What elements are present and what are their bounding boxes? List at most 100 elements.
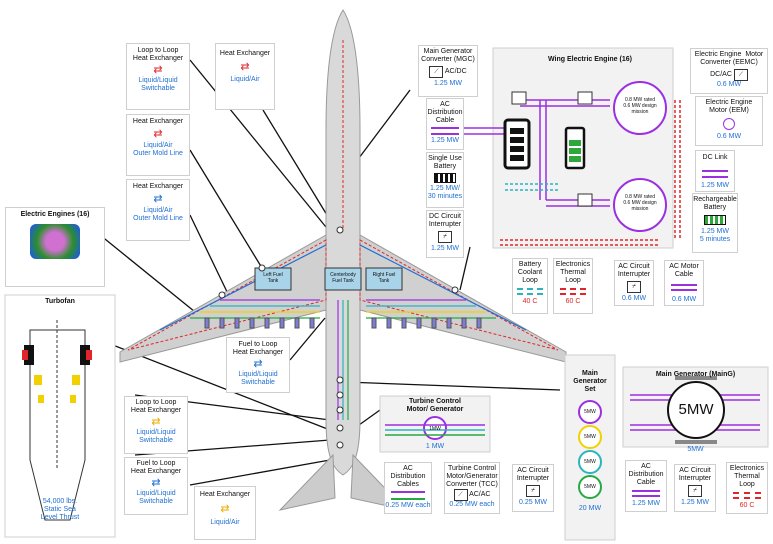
electric-engine-render-icon xyxy=(30,224,80,259)
ac-motor-cable-box: AC Motor Cable 0.6 MW xyxy=(664,260,704,306)
fuel-hx-wing-box: Fuel to Loop Heat Exchanger ⇄ Liquid/Liq… xyxy=(226,337,290,393)
battery-icon xyxy=(434,173,456,183)
tcmg-center: 1MW xyxy=(429,426,441,432)
ac-cable-mg-box: AC Distribution Cable 1.25 MW xyxy=(625,460,667,512)
mgc-title: Main Generator Converter (MGC) xyxy=(421,48,475,63)
tcc-value: 0.25 MW each xyxy=(449,501,495,508)
recharge-battery-box: Rechargeable Battery 1.25 MW 5 minutes xyxy=(692,193,738,253)
hx-loop-top-sub: Liquid/Liquid Switchable xyxy=(138,77,178,92)
heat-exchanger-icon: ⇄ xyxy=(153,193,163,205)
ac-cables-tc-title: AC Distribution Cables xyxy=(390,465,426,488)
ac-interrupter-mg-value: 1.25 MW xyxy=(680,499,709,506)
main-gen-set-value: 20 MW xyxy=(578,505,602,512)
hx-loop-bottom-title: Loop to Loop Heat Exchanger xyxy=(130,399,182,414)
hx-loop-bottom-box: Loop to Loop Heat Exchanger ⇄ Liquid/Liq… xyxy=(124,396,188,454)
turbofan-thrust: 54,000 lbs. Static Sea Level Thrust xyxy=(40,498,80,521)
main-gen-set-title: Main Generator Set xyxy=(573,370,607,393)
interrupter-icon: ⌿ xyxy=(526,485,540,497)
ac-cable-mg-title: AC Distribution Cable xyxy=(628,463,664,486)
gen-unit-2: 5MW xyxy=(584,434,596,440)
hx-loop-top-box: Loop to Loop Heat Exchanger ⇄ Liquid/Liq… xyxy=(126,43,190,110)
fuel-hx-bottom-box: Fuel to Loop Heat Exchanger ⇄ Liquid/Liq… xyxy=(124,457,188,515)
battery-loop-title: Battery Coolant Loop xyxy=(517,261,543,284)
hx-air-bottom-title: Heat Exchanger xyxy=(199,491,251,498)
battery-loop-value: 40 C xyxy=(522,298,538,305)
ac-interrupter-top-title: AC Circuit Interrupter xyxy=(617,263,651,278)
single-battery-box: Single Use Battery 1.25 MW/ 30 minutes xyxy=(426,152,464,208)
tcmg-value: 1 MW xyxy=(425,443,445,450)
eem-value: 0.6 MW xyxy=(716,133,742,140)
ac-interrupter-top-value: 0.6 MW xyxy=(621,295,647,302)
left-stabilizer xyxy=(278,453,336,511)
ac-interrupter-top-box: AC Circuit Interrupter ⌿ 0.6 MW xyxy=(614,260,654,306)
heat-exchanger-icon: ⇄ xyxy=(240,61,250,73)
dc-interrupter-value: 1.25 MW xyxy=(430,245,459,252)
fuel-hx-wing-title: Fuel to Loop Heat Exchanger xyxy=(232,341,284,356)
main-gen-title: Main Generator (MainG) xyxy=(655,371,736,378)
fuel-hx-wing-sub: Liquid/Liquid Switchable xyxy=(238,371,278,386)
elec-loop-mg-value: 60 C xyxy=(739,502,755,509)
ac-motor-cable-title: AC Motor Cable xyxy=(669,263,699,278)
converter-icon: ⟋ xyxy=(733,69,748,81)
heat-exchanger-icon: ⇄ xyxy=(153,128,163,140)
eemc-box: Electric Engine Motor Converter (EEMC) D… xyxy=(690,48,768,94)
wing-engine-title: Wing Electric Engine (16) xyxy=(548,56,632,63)
ac-cables-tc-box: AC Distribution Cables 0.25 MW each xyxy=(384,462,432,514)
elec-loop-top-box: Electronics Thermal Loop 60 C xyxy=(553,258,593,314)
battery-icon xyxy=(704,215,726,225)
ac-cable-top-box: AC Distribution Cable 1.25 MW xyxy=(426,98,464,150)
turbofan-title: Turbofan xyxy=(45,298,75,305)
ac-cables-tc-value: 0.25 MW each xyxy=(385,502,431,509)
interrupter-icon: ⌿ xyxy=(688,485,702,497)
interrupter-icon: ⌿ xyxy=(627,281,641,293)
ac-interrupter-tc-title: AC Circuit Interrupter xyxy=(516,467,550,482)
hx-oml-1-sub: Liquid/Air Outer Mold Line xyxy=(133,142,183,157)
hx-loop-bottom-sub: Liquid/Liquid Switchable xyxy=(136,429,176,444)
elec-loop-mg-title: Electronics Thermal Loop xyxy=(729,465,765,488)
ac-cable-top-title: AC Distribution Cable xyxy=(427,101,463,124)
eemc-value: 0.6 MW xyxy=(716,81,742,88)
dc-link-box: DC Link 1.25 MW xyxy=(695,150,735,192)
electric-engines-title: Electric Engines (16) xyxy=(20,211,90,218)
hx-air-bottom-sub: Liquid/Air xyxy=(210,519,240,526)
single-battery-title: Single Use Battery xyxy=(428,155,462,170)
ac-cable-top-value: 1.25 MW xyxy=(430,137,459,144)
motor-rating-1: 0.8 MW rated 0.6 MW design mission xyxy=(623,97,657,115)
converter-icon: ⟋ xyxy=(429,66,444,78)
heat-exchanger-icon: ⇄ xyxy=(220,503,230,515)
eemc-title: Electric Engine Motor Converter (EEMC) xyxy=(694,51,764,66)
gen-unit-1: 5MW xyxy=(584,409,596,415)
heat-exchanger-icon: ⇄ xyxy=(151,477,161,489)
mgc-value: 1.25 MW xyxy=(433,80,462,87)
hx-oml-2-sub: Liquid/Air Outer Mold Line xyxy=(133,207,183,222)
hx-oml-1-box: Heat Exchanger ⇄ Liquid/Air Outer Mold L… xyxy=(126,114,190,176)
tcc-box: Turbine Control Motor/Generator Converte… xyxy=(444,462,500,514)
tcc-type: AC/AC xyxy=(469,491,491,498)
motor-rating-2: 0.8 MW rated 0.6 MW design mission xyxy=(623,194,657,212)
dc-link-title: DC Link xyxy=(702,154,728,161)
single-battery-value: 1.25 MW/ 30 minutes xyxy=(427,185,463,200)
ac-interrupter-tc-value: 0.25 MW xyxy=(518,499,547,506)
eem-title: Electric Engine Motor (EEM) xyxy=(705,99,753,114)
hx-air-bottom-box: Heat Exchanger ⇄ Liquid/Air xyxy=(194,486,256,540)
ac-interrupter-tc-box: AC Circuit Interrupter ⌿ 0.25 MW xyxy=(512,464,554,512)
elec-loop-top-value: 60 C xyxy=(565,298,581,305)
hx-oml-1-title: Heat Exchanger xyxy=(132,118,184,125)
hx-air-top-title: Heat Exchanger xyxy=(219,50,271,57)
hx-air-top-sub: Liquid/Air xyxy=(230,76,260,83)
electric-engines-box: Electric Engines (16) xyxy=(5,207,105,287)
ac-cable-mg-value: 1.25 MW xyxy=(631,500,660,507)
recharge-battery-value: 1.25 MW 5 minutes xyxy=(699,228,731,243)
converter-icon: ⟋ xyxy=(453,489,468,501)
elec-loop-mg-box: Electronics Thermal Loop 60 C xyxy=(726,462,768,514)
fuselage xyxy=(325,9,361,476)
tcc-title: Turbine Control Motor/Generator Converte… xyxy=(446,465,498,488)
dc-link-value: 1.25 MW xyxy=(700,182,729,189)
hx-oml-2-title: Heat Exchanger xyxy=(132,183,184,190)
tcmg-title: Turbine Control Motor/ Generator xyxy=(406,398,464,413)
motor-icon xyxy=(723,118,735,130)
ac-interrupter-mg-title: AC Circuit Interrupter xyxy=(678,467,712,482)
dc-interrupter-box: DC Circuit Interrupter ⌿ 1.25 MW xyxy=(426,210,464,258)
recharge-battery-title: Rechargeable Battery xyxy=(693,196,737,211)
